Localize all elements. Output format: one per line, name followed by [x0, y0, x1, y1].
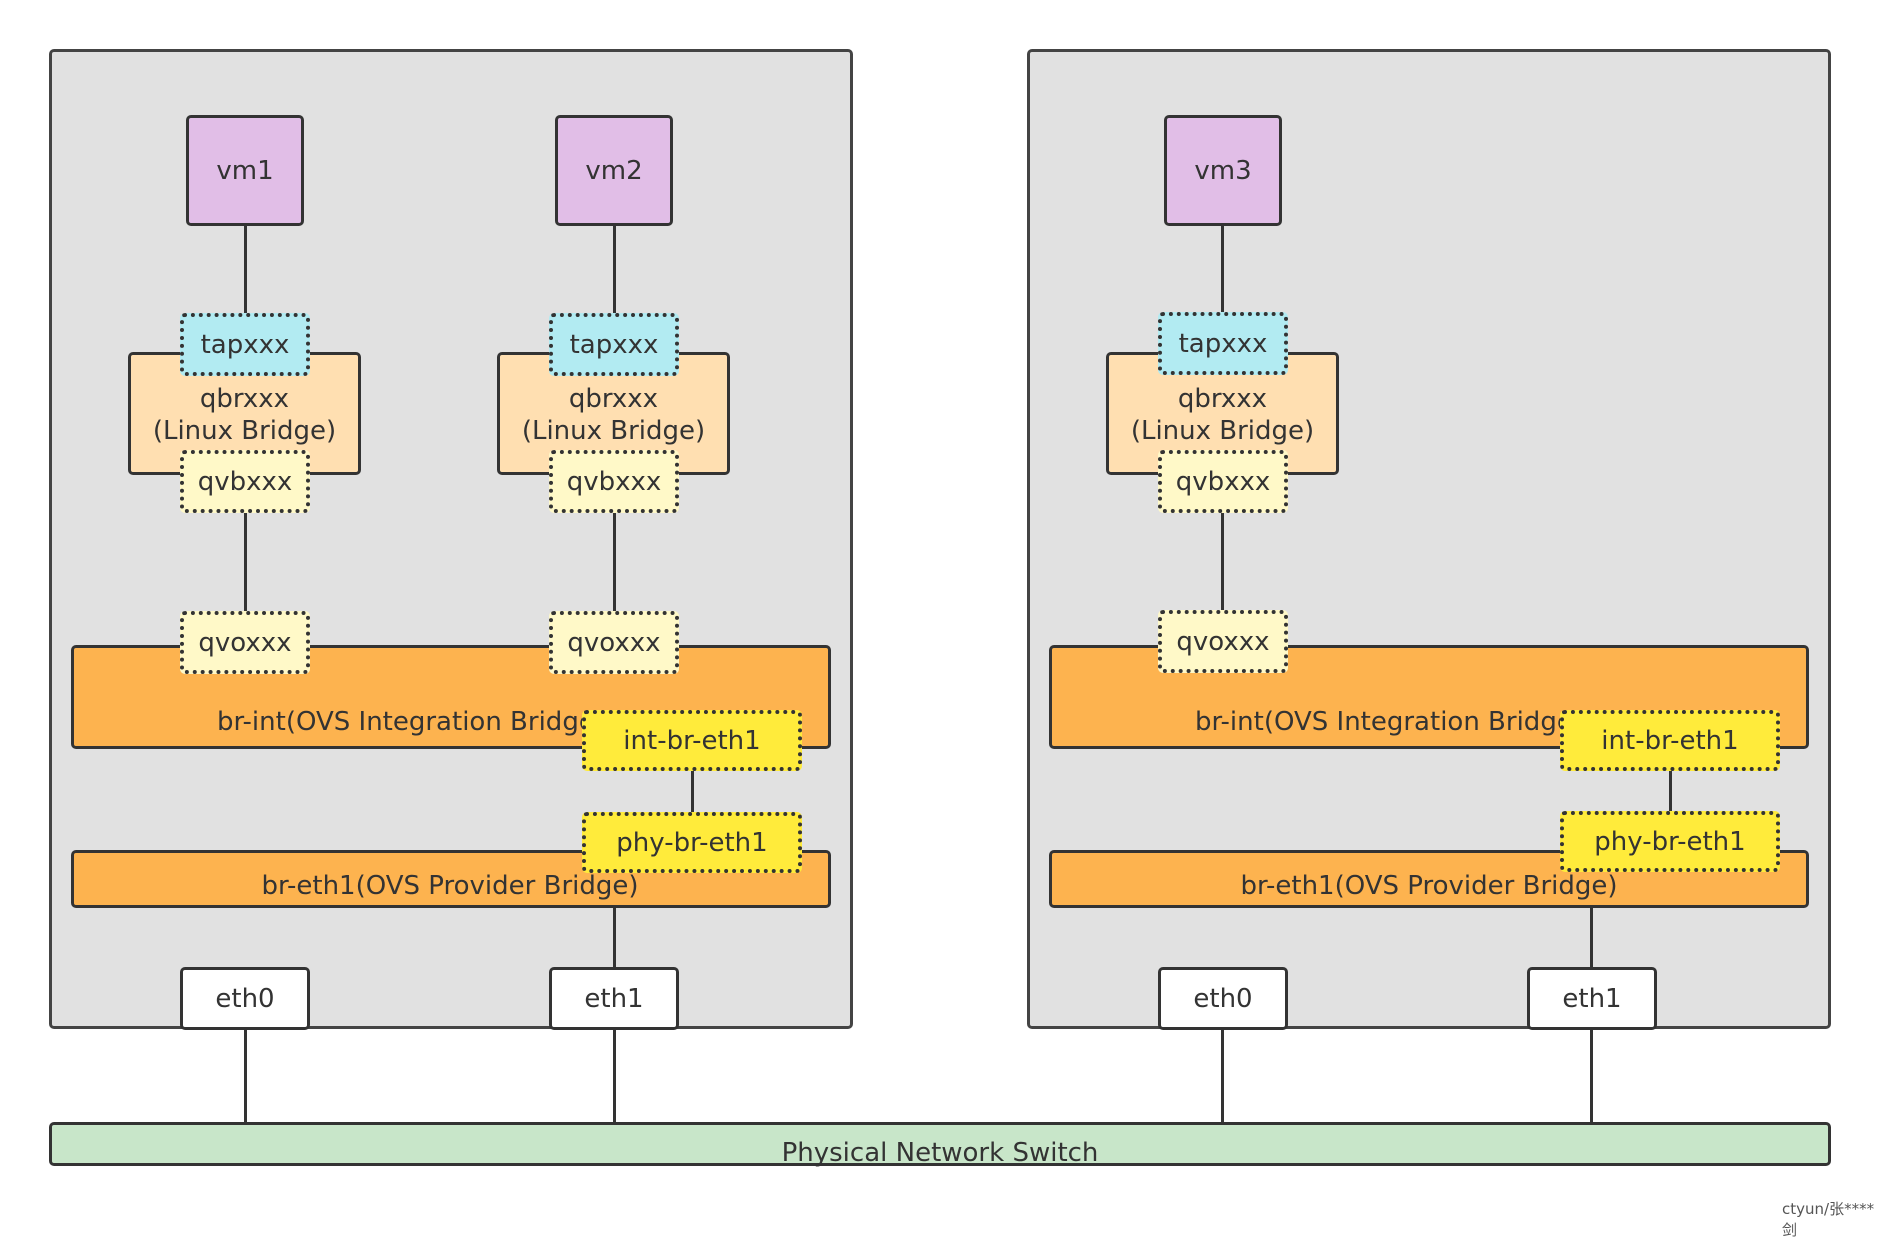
qvb-port: qvbxxx	[180, 450, 310, 513]
int-br-eth1-label: int-br-eth1	[623, 725, 761, 756]
qvo-port: qvoxxx	[180, 611, 310, 674]
br-int-label: br-int(OVS Integration Bridge)	[1195, 707, 1583, 737]
br-eth1-label: br-eth1(OVS Provider Bridge)	[261, 871, 639, 901]
linux-bridge-type: (Linux Bridge)	[152, 415, 337, 446]
vm-box: vm1	[186, 115, 304, 226]
vm-label: vm2	[585, 155, 643, 186]
tap-port: tapxxx	[180, 313, 310, 376]
tap-port-label: tapxxx	[569, 329, 659, 360]
link-patch-ports-2	[1669, 766, 1672, 812]
qvo-port: qvoxxx	[1158, 610, 1288, 673]
qvo-port-label: qvoxxx	[1176, 626, 1270, 657]
int-br-eth1-port: int-br-eth1	[1560, 710, 1780, 771]
qvb-port-label: qvbxxx	[1175, 466, 1271, 497]
link-eth1-switch-2	[1590, 1026, 1593, 1126]
vm-label: vm3	[1194, 155, 1252, 186]
qvb-port: qvbxxx	[1158, 450, 1288, 513]
vm-box: vm2	[555, 115, 673, 226]
tap-port: tapxxx	[549, 313, 679, 376]
nic-eth1: eth1	[549, 967, 679, 1030]
switch-label: Physical Network Switch	[781, 1138, 1099, 1168]
link-vm2-tap	[613, 224, 616, 316]
int-br-eth1-label: int-br-eth1	[1601, 725, 1739, 756]
linux-bridge-name: qbrxxx	[568, 383, 659, 414]
link-vm1-qvb-qvo	[244, 510, 247, 614]
link-vm1-tap	[244, 224, 247, 316]
watermark-text: ctyun/张****剑	[1782, 1200, 1875, 1239]
qvb-port: qvbxxx	[549, 450, 679, 513]
qvb-port-label: qvbxxx	[197, 466, 293, 497]
link-patch-ports-1	[691, 766, 694, 813]
link-eth1-switch-1	[613, 1026, 616, 1126]
br-eth1-label: br-eth1(OVS Provider Bridge)	[1240, 871, 1618, 901]
linux-bridge-name: qbrxxx	[199, 383, 290, 414]
phy-br-eth1-port: phy-br-eth1	[1560, 811, 1780, 872]
qvo-port-label: qvoxxx	[198, 627, 292, 658]
int-br-eth1-port: int-br-eth1	[582, 710, 802, 771]
link-vm2-qvb-qvo	[613, 510, 616, 614]
linux-bridge-name: qbrxxx	[1177, 383, 1268, 414]
watermark: ctyun/张****剑	[1782, 1198, 1882, 1239]
phy-br-eth1-label: phy-br-eth1	[1594, 826, 1746, 857]
phy-br-eth1-port: phy-br-eth1	[582, 812, 802, 873]
br-int-label: br-int(OVS Integration Bridge)	[217, 707, 605, 737]
vm-box: vm3	[1164, 115, 1282, 226]
nic-eth0: eth0	[1158, 967, 1288, 1030]
link-br-eth1-eth1-1	[613, 904, 616, 968]
link-vm3-tap	[1221, 224, 1224, 316]
phy-br-eth1-label: phy-br-eth1	[616, 827, 768, 858]
link-eth0-switch-2	[1221, 1026, 1224, 1126]
linux-bridge-type: (Linux Bridge)	[1130, 415, 1315, 446]
nic-eth0: eth0	[180, 967, 310, 1030]
qvo-port-label: qvoxxx	[567, 627, 661, 658]
link-vm3-qvb-qvo	[1221, 510, 1224, 614]
qvb-port-label: qvbxxx	[566, 466, 662, 497]
nic-eth1: eth1	[1527, 967, 1657, 1030]
nic-label: eth0	[1193, 983, 1253, 1014]
linux-bridge-type: (Linux Bridge)	[521, 415, 706, 446]
physical-network-switch: Physical Network Switch	[49, 1122, 1831, 1168]
qvo-port: qvoxxx	[549, 611, 679, 674]
link-br-eth1-eth1-2	[1590, 904, 1593, 968]
nic-label: eth1	[1562, 983, 1622, 1014]
vm-label: vm1	[216, 155, 274, 186]
nic-label: eth0	[215, 983, 275, 1014]
link-eth0-switch-1	[244, 1026, 247, 1126]
tap-port-label: tapxxx	[200, 329, 290, 360]
nic-label: eth1	[584, 983, 644, 1014]
tap-port: tapxxx	[1158, 312, 1288, 375]
tap-port-label: tapxxx	[1178, 328, 1268, 359]
